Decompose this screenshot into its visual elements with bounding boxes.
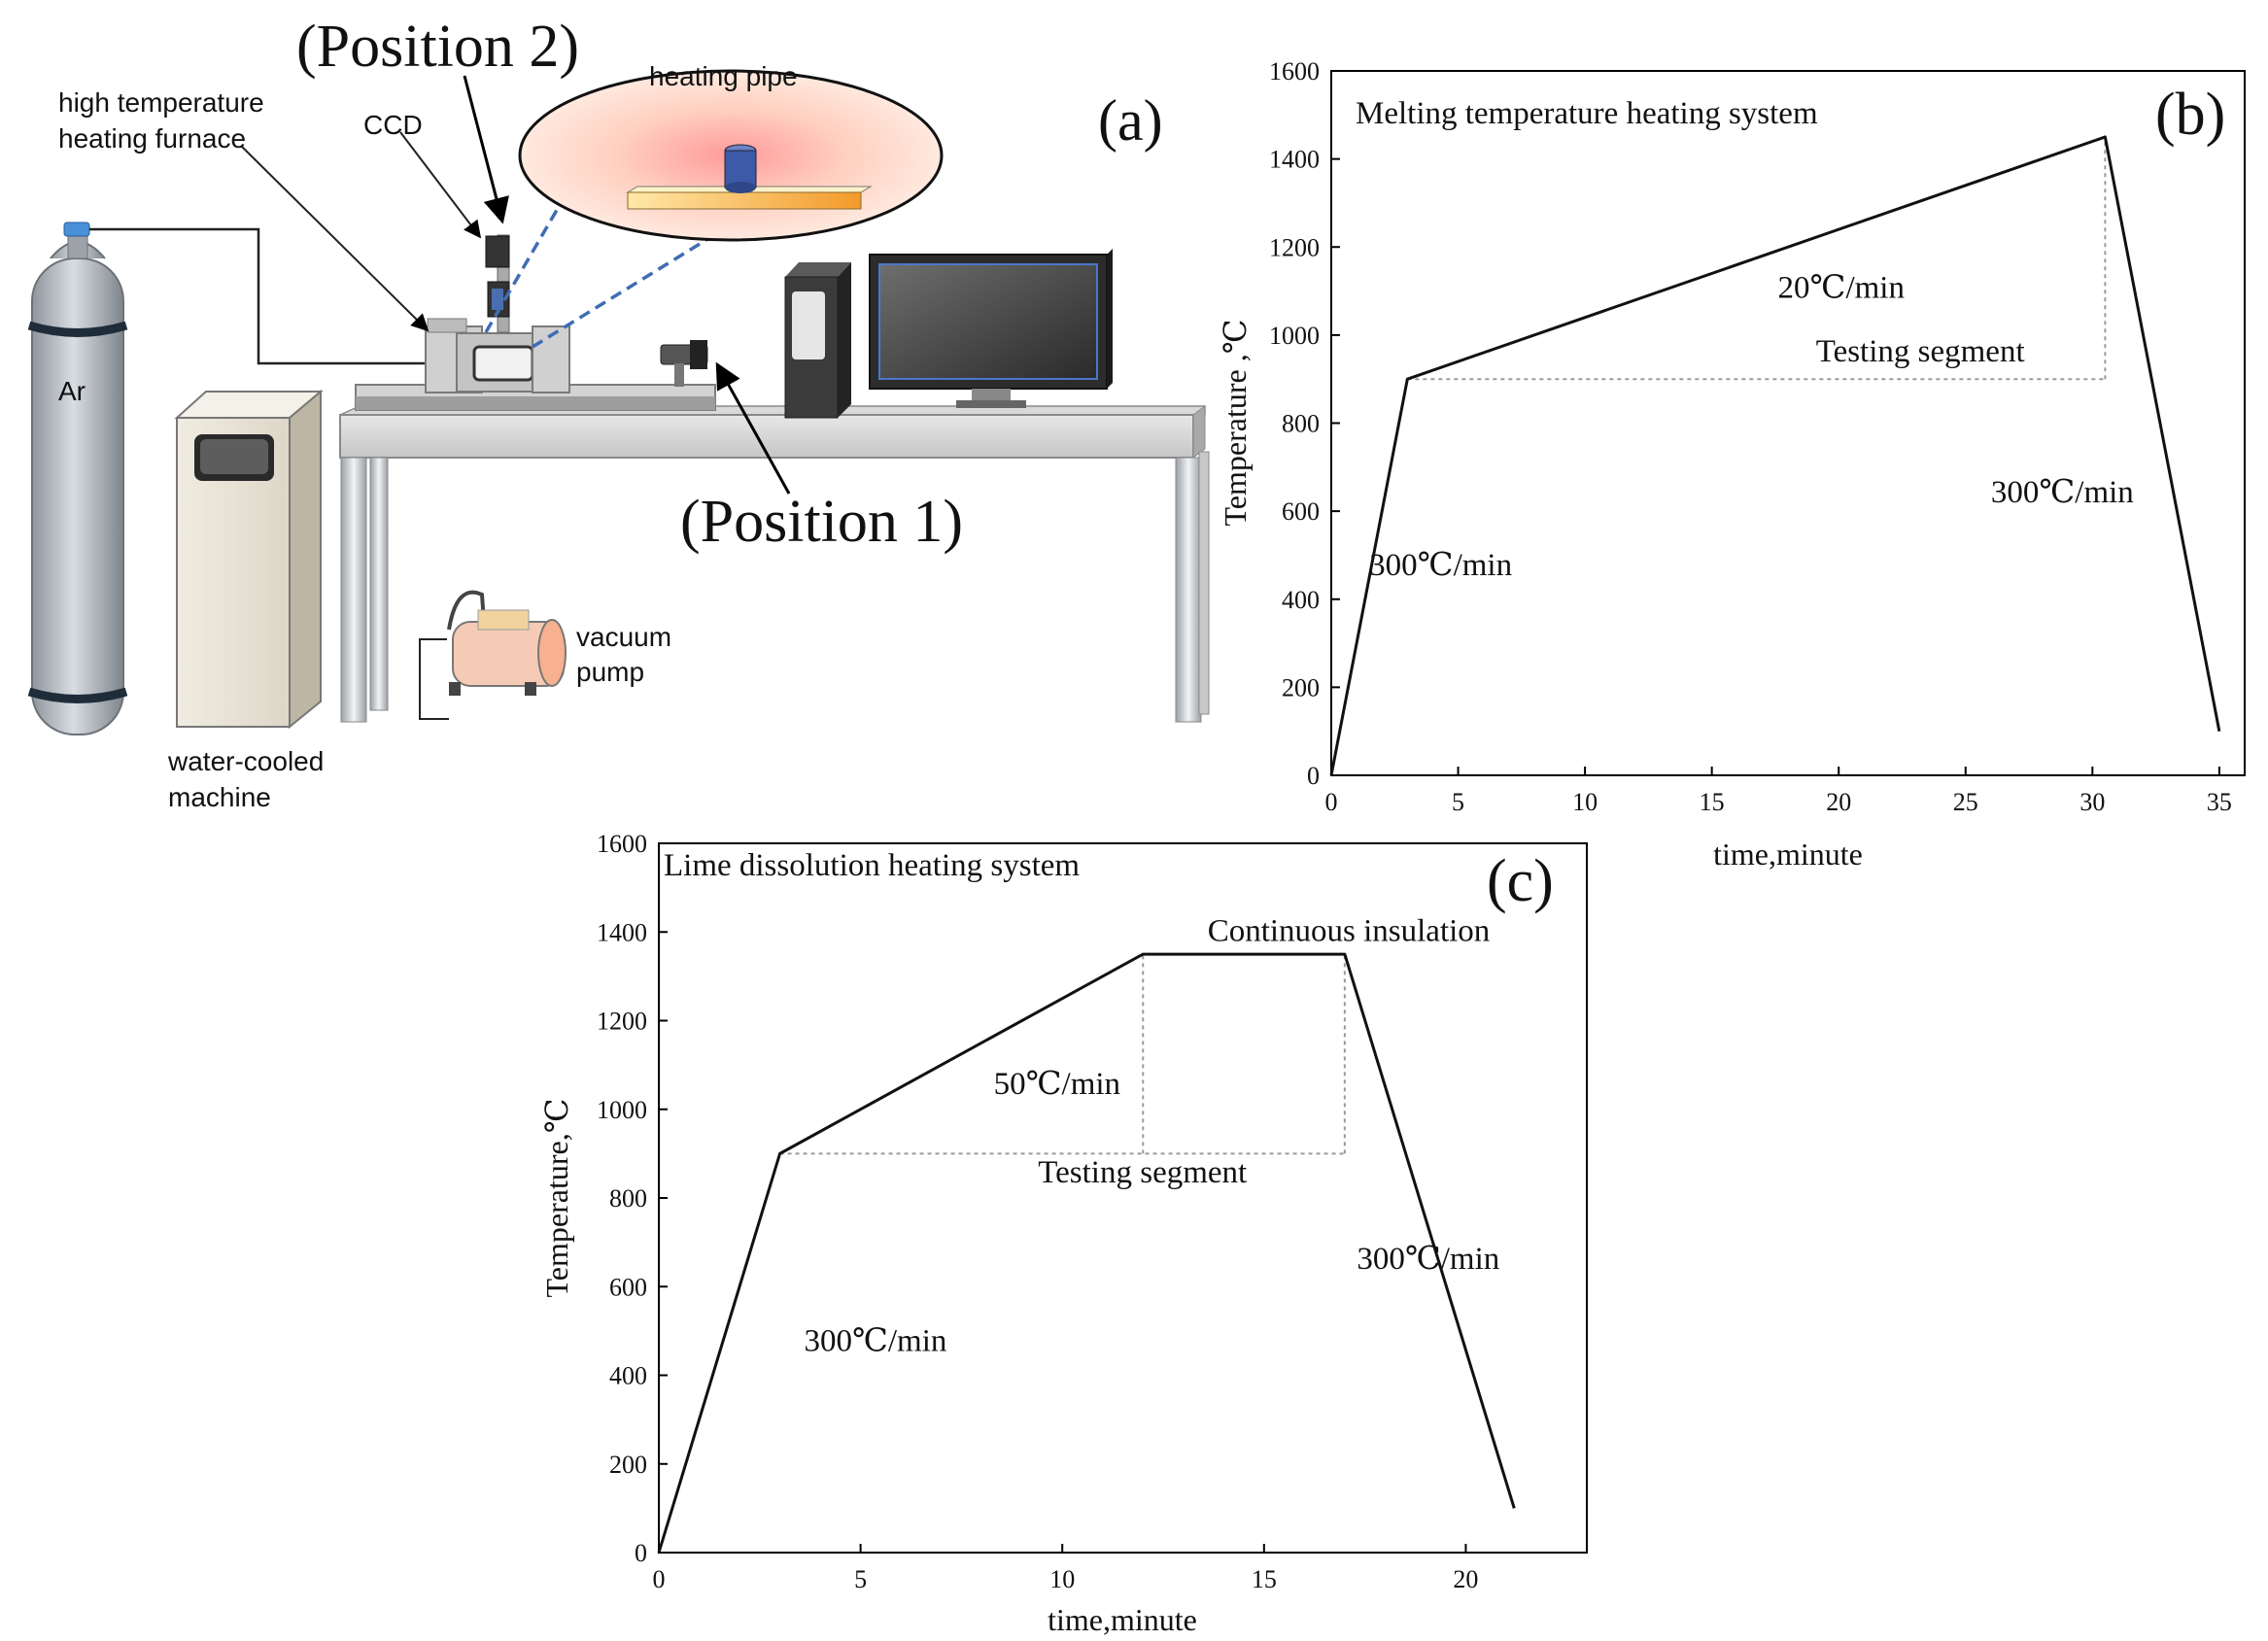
chart-b-temperature-line (1329, 135, 2221, 776)
chart-c-y-tick-label: 0 (635, 1539, 647, 1567)
chart-b-x-tick-label: 20 (1826, 788, 1851, 816)
furnace-label-2: heating furnace (58, 123, 246, 154)
computer-tower (784, 262, 851, 419)
chart-b-x-tick-label: 25 (1953, 788, 1978, 816)
chart-c-x-tick-label: 20 (1453, 1565, 1478, 1593)
chart-b-annotation: 300℃/min (1991, 475, 2134, 510)
chart-c-x-tick-label: 5 (854, 1565, 867, 1593)
chart-c-title: Lime dissolution heating system (664, 848, 1080, 883)
chart-c-ylabel: Temperature,℃ (539, 1098, 574, 1297)
heating-furnace (425, 318, 570, 393)
optical-rail (355, 384, 716, 411)
water-machine-label-1: water-cooled (167, 746, 324, 776)
chart-b-annotation: 20℃/min (1778, 270, 1905, 305)
monitor (869, 249, 1113, 408)
chart-c-y-tick-label: 400 (609, 1362, 647, 1390)
vacuum-pump: vacuum pump (419, 590, 671, 720)
chart-b-panel-label: (b) (2155, 82, 2225, 148)
argon-label: Ar (58, 376, 86, 406)
chart-c-y-tick-label: 200 (609, 1451, 647, 1479)
chart-b-y-tick-label: 1400 (1269, 146, 1320, 174)
water-machine-label-2: machine (168, 782, 271, 812)
chart-b-annotation: 300℃/min (1369, 548, 1512, 583)
position2-label: (Position 2) (296, 14, 579, 80)
chart-c-xlabel: time,minute (1048, 1602, 1197, 1637)
vacuum-label-1: vacuum (576, 622, 671, 652)
chart-b-x-tick-label: 10 (1572, 788, 1598, 816)
chart-b-y-tick-label: 600 (1282, 497, 1320, 526)
chart-b-x-tick-label: 15 (1700, 788, 1725, 816)
chart-b-ylabel: Temperature ,℃ (1218, 319, 1253, 526)
chart-b-y-tick-label: 1000 (1269, 322, 1320, 350)
chart-c-y-tick-label: 600 (609, 1273, 647, 1301)
chart-b-xlabel: time,minute (1713, 837, 1863, 872)
chart-b-x-tick-label: 5 (1452, 788, 1464, 816)
chart-b-x-tick-label: 35 (2207, 788, 2232, 816)
gas-line (89, 227, 428, 365)
chart-c-annotation: Continuous insulation (1208, 913, 1491, 948)
chart-c-annotation: 300℃/min (804, 1323, 946, 1358)
chart-c-temperature-line (657, 952, 1516, 1554)
ccd-camera-top (485, 234, 510, 333)
heating-pipe-callout: heating pipe (484, 61, 944, 349)
chart-c-y-tick-label: 1600 (597, 830, 647, 858)
chart-b-x-tick-label: 30 (2079, 788, 2105, 816)
position1-arrow (715, 361, 791, 495)
water-cooled-machine: water-cooled machine (167, 389, 324, 812)
ccd-leader (399, 131, 482, 239)
chart-c-annotation: Testing segment (1038, 1155, 1247, 1190)
chart-b-annotation: Testing segment (1816, 334, 2025, 369)
chart-c-annotation: 50℃/min (994, 1067, 1120, 1102)
argon-tank: Ar (27, 222, 128, 735)
chart-c-x-tick-label: 15 (1252, 1565, 1277, 1593)
panel-a-label: (a) (1098, 88, 1163, 153)
chart-b-y-tick-label: 200 (1282, 673, 1320, 701)
chart-c-x-tick-label: 10 (1049, 1565, 1075, 1593)
chart-b-y-tick-label: 1200 (1269, 233, 1320, 261)
ccd-camera-side (660, 340, 708, 387)
chart-c-panel-label: (c) (1487, 848, 1554, 914)
chart-b-y-tick-label: 800 (1282, 410, 1320, 438)
chart-c-y-tick-label: 1400 (597, 918, 647, 946)
position2-arrow (463, 75, 509, 224)
chart-b-frame (1330, 70, 2246, 776)
vacuum-label-2: pump (576, 657, 644, 687)
chart-c-annotation: 300℃/min (1357, 1242, 1499, 1277)
chart-b-title: Melting temperature heating system (1356, 96, 1818, 131)
chart-c-y-tick-label: 800 (609, 1184, 647, 1213)
chart-b-y-tick-label: 1600 (1269, 57, 1320, 85)
furnace-label-1: high temperature (58, 87, 264, 118)
chart-c-y-tick-label: 1000 (597, 1096, 647, 1124)
chart-b-y-tick-label: 0 (1307, 762, 1320, 790)
ccd-label: CCD (363, 110, 423, 140)
chart-b-y-tick-label: 400 (1282, 586, 1320, 614)
chart-c-frame (658, 842, 1588, 1554)
chart-c-y-tick-label: 1200 (597, 1008, 647, 1036)
heating-pipe-label: heating pipe (649, 61, 798, 91)
chart-c-x-tick-label: 0 (653, 1565, 666, 1593)
furnace-leader (240, 145, 430, 332)
apparatus-schematic: Ar water-cooled machine (27, 14, 1210, 812)
chart-b: 0 5 10 15 20 25 30 35 0 200 400 600 800 1000 1200 1400 1… (1218, 57, 2246, 872)
position1-label: (Position 1) (680, 489, 963, 555)
lab-table (339, 405, 1210, 723)
chart-b-x-tick-label: 0 (1325, 788, 1338, 816)
